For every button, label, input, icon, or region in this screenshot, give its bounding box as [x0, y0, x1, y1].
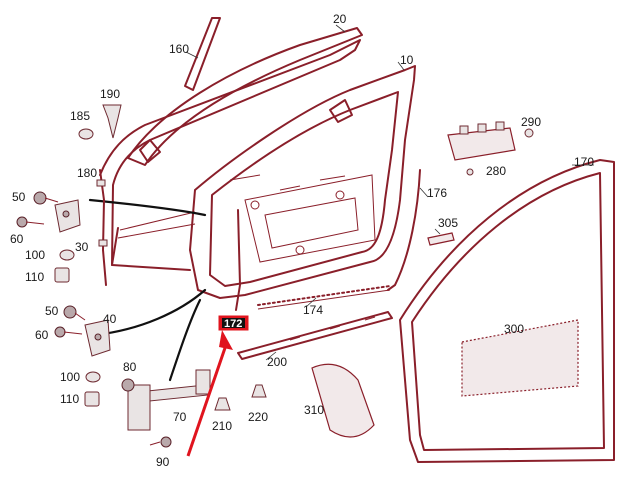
label-part-90: 90	[156, 455, 170, 469]
label-part-185: 185	[70, 109, 90, 123]
insulation-part-300	[461, 319, 579, 397]
door-outer-shell	[99, 39, 361, 271]
seal-part-200	[237, 311, 393, 360]
wiring-harness	[88, 198, 207, 382]
clip-part-110-lower	[84, 391, 100, 407]
nut-part-100-upper	[59, 249, 75, 261]
label-part-176: 176	[427, 186, 447, 200]
label-part-20: 20	[333, 12, 347, 26]
label-part-300: 300	[504, 322, 524, 336]
strip-part-180	[96, 169, 108, 286]
label-part-190: 190	[100, 87, 120, 101]
clip-part-110-upper	[54, 267, 70, 283]
cap-part-305	[427, 232, 455, 246]
label-part-290: 290	[521, 115, 541, 129]
label-part-180: 180	[77, 166, 97, 180]
label-part-210: 210	[212, 419, 232, 433]
label-part-305: 305	[438, 216, 458, 230]
clip-part-220	[251, 384, 267, 398]
bolt-part-50-lower	[63, 305, 86, 321]
clip-part-210	[214, 397, 231, 411]
bolt-part-60-lower	[54, 326, 83, 338]
label-part-80: 80	[123, 360, 137, 374]
label-part-100-lower: 100	[60, 370, 80, 384]
bolt-part-60-upper	[16, 216, 45, 228]
label-part-30: 30	[75, 240, 89, 254]
seal-part-176	[387, 169, 421, 291]
trim-part-310	[311, 363, 375, 438]
pointer-arrow	[186, 330, 233, 457]
label-part-310: 310	[304, 403, 324, 417]
door-check-part-70	[127, 369, 211, 431]
label-part-10: 10	[400, 53, 414, 67]
screw-part-290	[524, 128, 534, 138]
nut-part-100-lower	[85, 371, 101, 383]
label-part-200: 200	[267, 355, 287, 369]
door-handle-part-280	[447, 121, 516, 176]
bolt-part-50-upper	[33, 191, 59, 205]
label-part-50-lower: 50	[45, 304, 59, 318]
door-seal-part-170	[399, 159, 615, 463]
leader-lines	[185, 24, 594, 361]
label-part-280: 280	[486, 164, 506, 178]
hinge-part-40	[84, 319, 111, 357]
label-part-40: 40	[103, 312, 117, 326]
seal-strip-part-172	[235, 209, 241, 311]
hinge-part-30	[54, 199, 81, 233]
seal-part-174	[257, 285, 391, 310]
label-part-70: 70	[173, 410, 187, 424]
label-part-50-upper: 50	[12, 190, 26, 204]
label-part-60-lower: 60	[35, 328, 49, 342]
nut-part-80	[121, 378, 135, 392]
plug-part-185	[78, 128, 94, 140]
window-channel-part-160	[184, 17, 221, 91]
bolt-part-90	[149, 436, 172, 448]
door-inner-panel-part-10	[189, 65, 416, 299]
label-part-174: 174	[303, 303, 323, 317]
label-part-170: 170	[574, 155, 594, 169]
label-part-110-upper: 110	[25, 270, 44, 284]
label-part-172: 172	[224, 318, 242, 330]
label-part-110-lower: 110	[60, 392, 79, 406]
label-part-160: 160	[169, 42, 189, 56]
clip-part-190	[102, 104, 122, 139]
highlight-part-172[interactable]: 172	[218, 315, 249, 331]
window-glass-part-20	[127, 27, 363, 166]
label-part-100-upper: 100	[25, 248, 45, 262]
label-part-220: 220	[248, 410, 268, 424]
label-part-60-upper: 60	[10, 232, 24, 246]
